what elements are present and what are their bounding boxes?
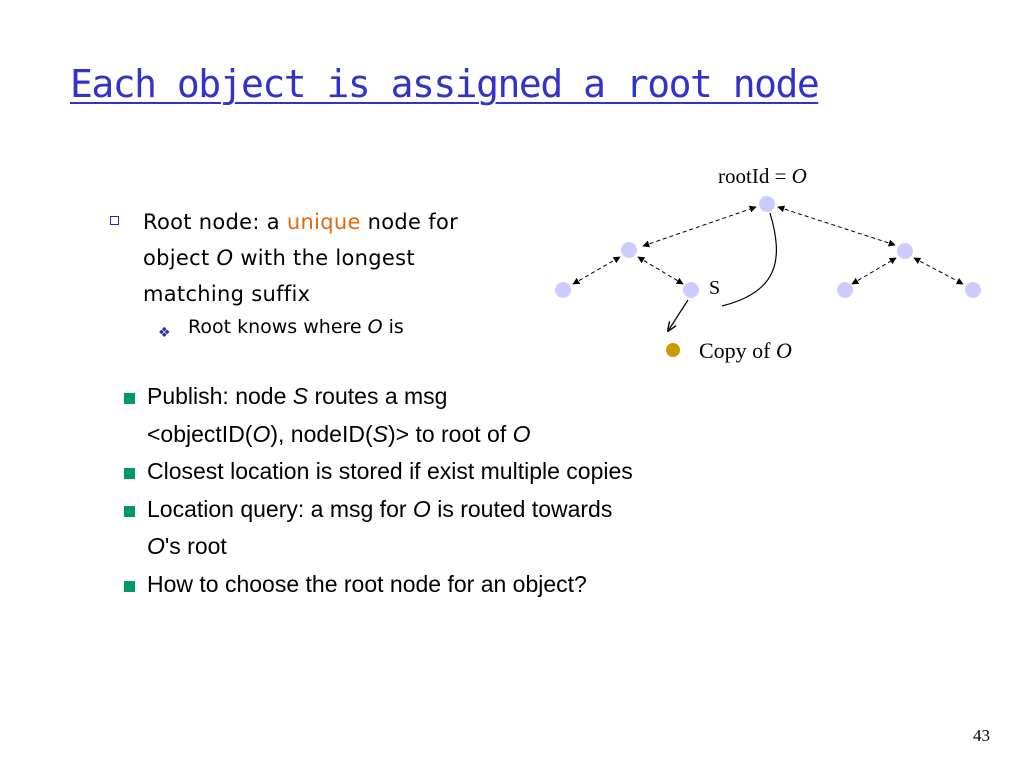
sub-bullet-root-knows: ❖ Root knows where O is (158, 311, 404, 343)
copy-of-o: O (776, 338, 792, 363)
edge-root-to-copy (721, 212, 777, 307)
bullet-text-line2-pre: object (143, 246, 217, 270)
bullet-closest-location: Closest location is stored if exist mult… (122, 453, 822, 491)
italic-o: O (147, 533, 165, 559)
publish-pre: Publish: node (147, 383, 293, 409)
page-number: 43 (973, 726, 990, 745)
italic-o: O (216, 246, 234, 270)
copy-of-o-label: Copy of O (699, 338, 792, 363)
edge-root-left (642, 205, 757, 248)
tree-node-right (897, 243, 913, 259)
edge-left-leaf1 (572, 256, 621, 285)
bullet-root-node-text: Root node: a unique node for object O wi… (143, 204, 530, 312)
diamond-bullet-icon: ❖ (158, 325, 171, 341)
tree-node-left (621, 242, 637, 258)
italic-o: O (412, 495, 431, 522)
node-s (683, 282, 699, 298)
italic-s: S (292, 383, 309, 409)
bullet-location-query: Location query: a msg for O is routed to… (122, 491, 822, 566)
edge-s-to-copy (668, 299, 689, 331)
italic-o: O (367, 316, 383, 338)
bullet-publish: Publish: node S routes a msg <objectID(O… (122, 378, 822, 453)
italic-o: O (252, 420, 271, 447)
italic-o: O (512, 420, 531, 447)
copy-of-text: Copy of (699, 338, 776, 363)
publish-line2-c: )> to root of (387, 420, 513, 447)
bullet-text-pre: Root node: a (143, 210, 287, 234)
bullet-text-line2-post: with the longest (233, 246, 415, 270)
sub-bullet-text: Root knows where O is (188, 316, 404, 338)
location-query-line2: 's root (164, 533, 227, 559)
edge-right-leaf1 (851, 257, 897, 285)
closest-location-text: Closest location is stored if exist mult… (147, 458, 633, 484)
main-bullet-list: Publish: node S routes a msg <objectID(O… (122, 378, 822, 603)
slide-title: Each object is assigned a root node (70, 62, 820, 106)
leaf-node-1 (555, 282, 571, 298)
sub-bullet-post: is (382, 316, 404, 338)
highlight-unique: unique (286, 210, 361, 234)
root-id-label-text: rootId = (718, 164, 792, 188)
publish-line2-b: ), nodeID( (270, 420, 373, 447)
root-node (759, 196, 775, 212)
sub-bullet-pre: Root knows where (188, 316, 368, 338)
bullet-text-line3: matching suffix (143, 282, 311, 306)
leaf-node-3 (837, 282, 853, 298)
choose-root-text: How to choose the root node for an objec… (147, 570, 587, 597)
publish-line2-a: <objectID( (147, 420, 253, 447)
square-bullet-icon (124, 580, 135, 592)
square-bullet-icon (124, 393, 135, 404)
root-id-label-o: O (792, 164, 807, 188)
edge-root-right (777, 205, 896, 247)
italic-s: S (372, 420, 388, 447)
publish-post: routes a msg (308, 383, 448, 409)
square-bullet-icon (124, 468, 135, 479)
bullet-text-post: node for (360, 210, 459, 234)
location-query-pre: Location query: a msg for (147, 495, 413, 522)
hollow-square-bullet-icon (110, 216, 119, 225)
leaf-node-4 (965, 282, 981, 298)
copy-node-legend (666, 343, 680, 357)
bullet-root-node: Root node: a unique node for object O wi… (110, 204, 530, 312)
s-label: S (709, 277, 720, 299)
edge-right-leaf2 (913, 257, 964, 285)
location-query-post: is routed towards (430, 495, 613, 522)
square-bullet-icon (124, 505, 135, 517)
bullet-choose-root: How to choose the root node for an objec… (122, 566, 822, 604)
edge-left-leaf2 (637, 256, 684, 285)
root-id-label: rootId = O (718, 164, 807, 188)
